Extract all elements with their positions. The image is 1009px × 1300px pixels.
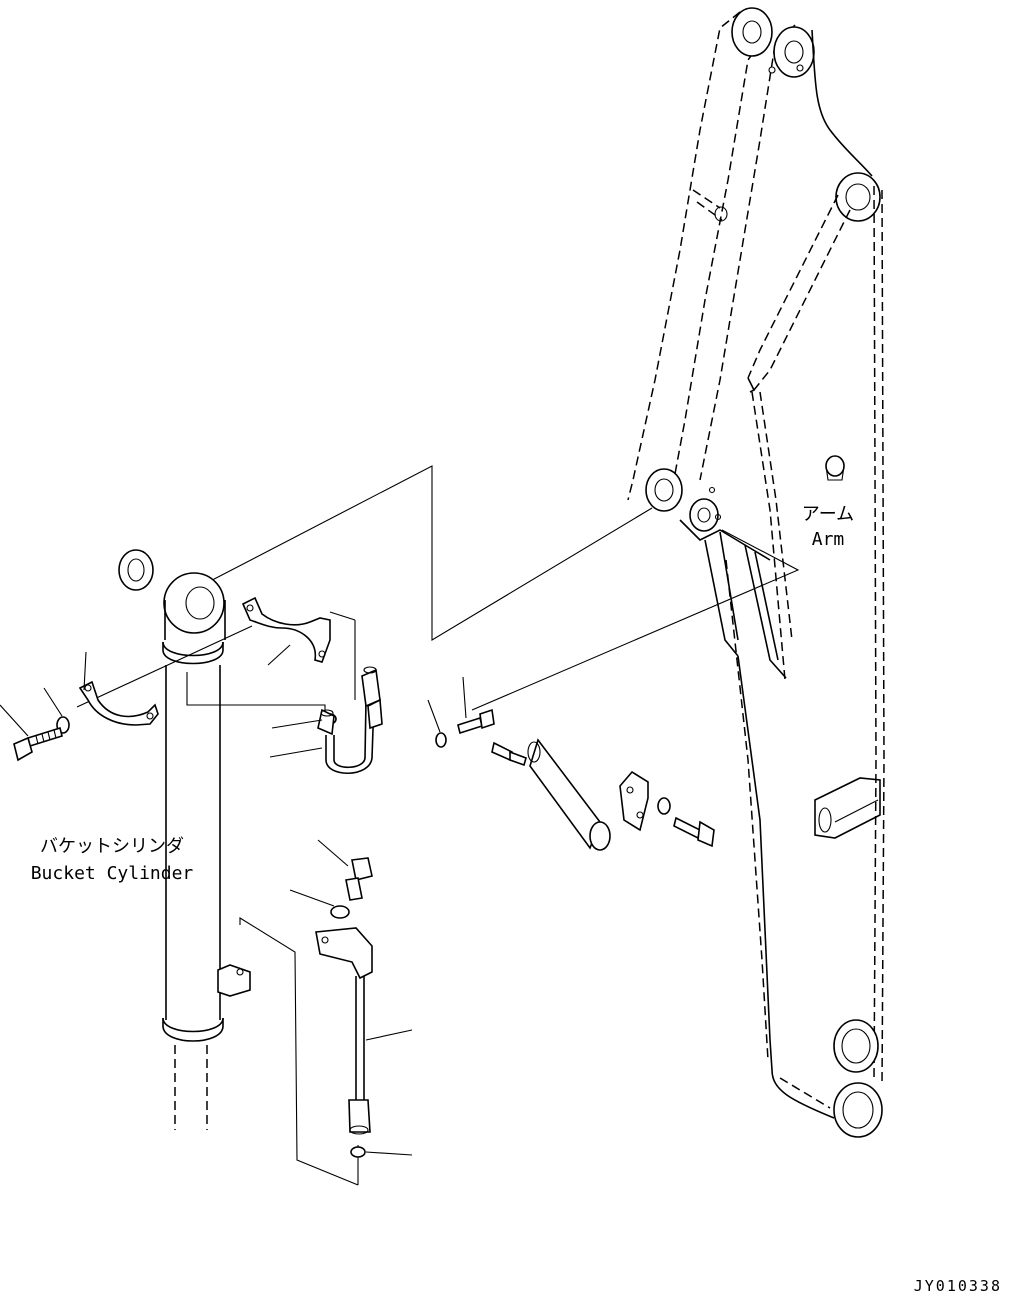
grease-fitting	[491, 741, 513, 762]
arm-upper-right-boss	[835, 172, 881, 222]
drawing-number: JY010338	[914, 1277, 1002, 1295]
pin-bracket	[619, 770, 649, 832]
bracket-washer	[657, 797, 671, 815]
cylinder-eye	[163, 572, 225, 634]
pin-end	[589, 821, 611, 851]
arm-side-bracket	[814, 777, 881, 839]
cylinder-port-block	[217, 964, 251, 997]
arm-label-jp: アーム	[802, 504, 854, 525]
arm-top-boss-left	[731, 7, 773, 57]
bracket-bolt	[673, 816, 701, 840]
vertical-washer	[330, 905, 350, 919]
left-bolt	[27, 726, 63, 748]
vertical-bolt	[345, 877, 363, 901]
tube-clamp-bracket	[315, 927, 373, 980]
left-clamp	[78, 680, 159, 726]
vertical-bolt-head	[351, 857, 373, 881]
large-washer	[118, 549, 154, 591]
washer-mid	[435, 732, 447, 748]
bucket-cylinder: バケットシリンダ Bucket Cylinder	[31, 572, 251, 1130]
tube-bracket	[367, 698, 383, 730]
pin	[529, 738, 601, 850]
arm-label-en: Arm	[812, 529, 845, 550]
arm-lower-boss-upper	[833, 1019, 879, 1073]
tube-end-nut	[348, 1099, 371, 1133]
arm-lower-left-boss	[645, 468, 683, 512]
bolt-mid	[457, 716, 483, 735]
loose-parts	[13, 549, 715, 1158]
bucket-cylinder-label-jp: バケットシリンダ	[40, 836, 184, 857]
arm: アーム Arm	[627, 7, 885, 1138]
arm-lower-boss-tip	[833, 1082, 883, 1138]
upper-clamp	[241, 596, 331, 663]
callout-leaders	[0, 644, 467, 1156]
arm-bushing	[825, 455, 845, 477]
arm-mid-boss	[689, 498, 719, 532]
arm-top-boss-right	[773, 26, 815, 78]
o-ring-lower	[350, 1146, 366, 1158]
bucket-cylinder-label-en: Bucket Cylinder	[31, 863, 194, 884]
